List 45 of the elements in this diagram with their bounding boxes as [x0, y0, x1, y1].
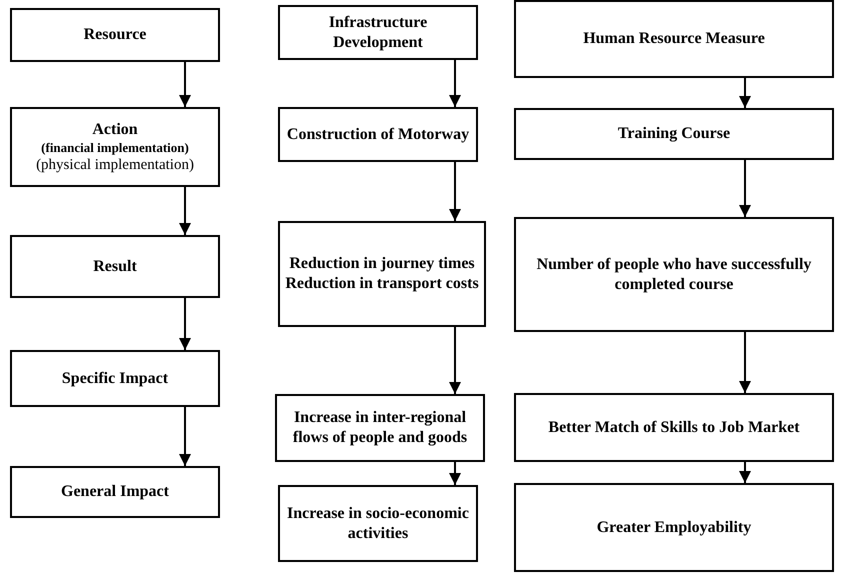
box-title: Construction of Motorway	[286, 124, 470, 144]
arrow	[179, 62, 191, 107]
process-box	[278, 5, 478, 60]
box-title: Better Match of Skills to Job Market	[548, 418, 800, 438]
box-title: Resource	[84, 25, 146, 45]
box-title: Human Resource Measure	[583, 29, 765, 49]
process-box	[514, 108, 834, 160]
arrow	[449, 327, 461, 394]
process-box	[278, 107, 478, 162]
process-box	[514, 217, 834, 332]
process-box	[10, 350, 220, 407]
process-box	[514, 393, 834, 462]
process-box	[10, 466, 220, 518]
arrow	[179, 298, 191, 350]
box-title: Training Course	[618, 124, 730, 144]
box-title: Reduction in journey times	[289, 254, 475, 274]
process-box	[10, 8, 220, 62]
box-title: Specific Impact	[62, 368, 168, 388]
box-title: Number of people who have successfully completed course	[536, 254, 812, 294]
box-subtitle: (financial implementation)	[41, 140, 189, 156]
box-subtitle: (physical implementation)	[36, 156, 194, 174]
arrow	[179, 187, 191, 235]
arrow	[739, 78, 751, 108]
arrow	[739, 462, 751, 483]
box-title: Increase in socio-economic activities	[286, 504, 470, 544]
box-subtitle: Reduction in transport costs	[285, 274, 479, 294]
box-title: Result	[93, 256, 137, 276]
process-box	[10, 235, 220, 298]
process-box	[278, 485, 478, 562]
arrow	[739, 332, 751, 393]
arrow	[179, 407, 191, 466]
box-title: Action	[92, 120, 138, 140]
box-title: Increase in inter-regional flows of people and goods	[292, 408, 468, 448]
box-title: Infrastructure Development	[328, 12, 428, 52]
process-box	[275, 394, 485, 462]
process-box	[514, 483, 834, 572]
process-box	[514, 0, 834, 78]
process-box	[278, 221, 486, 327]
arrow	[449, 162, 461, 221]
arrow	[739, 160, 751, 217]
box-title: General Impact	[61, 482, 169, 502]
arrow	[449, 462, 461, 485]
arrow	[449, 60, 461, 107]
process-box	[10, 107, 220, 187]
box-title: Greater Employability	[596, 518, 752, 538]
